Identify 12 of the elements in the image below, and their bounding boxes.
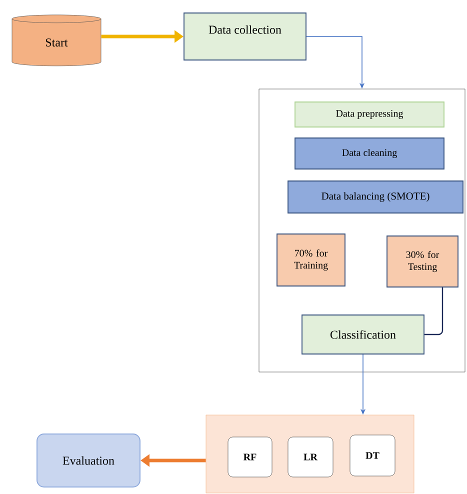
model-box: RF: [228, 436, 272, 478]
model-box: DT: [350, 434, 396, 476]
start-cylinder: Start: [12, 14, 102, 66]
model-box: LR: [288, 436, 334, 478]
process-box: 70% for Training: [276, 234, 346, 286]
process-box: Data collection: [184, 12, 306, 60]
process-box: Data prepressing: [294, 102, 444, 128]
process-box: Data balancing (SMOTE): [288, 180, 464, 214]
process-box: Classification: [302, 314, 424, 354]
process-box: 30% for Testing: [386, 236, 458, 288]
result-box: Evaluation: [36, 434, 140, 488]
process-box: Data cleaning: [294, 138, 444, 170]
